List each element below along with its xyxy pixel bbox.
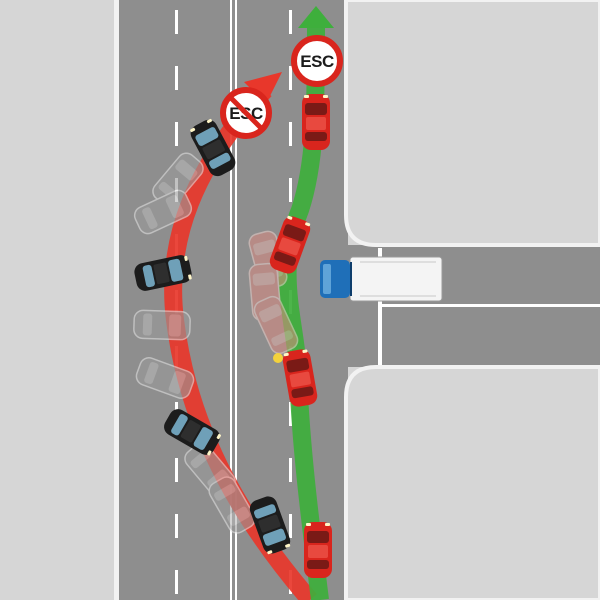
- side-street: [344, 0, 600, 600]
- car-icon: [302, 94, 330, 150]
- truck-icon: [320, 256, 443, 302]
- esc-off-sign-icon: ESC: [220, 87, 272, 139]
- esc-on-label: ESC: [300, 52, 334, 71]
- skid-flash-icon: [273, 353, 283, 363]
- car-icon: [304, 522, 332, 578]
- esc-on-sign-icon: ESC: [291, 35, 343, 87]
